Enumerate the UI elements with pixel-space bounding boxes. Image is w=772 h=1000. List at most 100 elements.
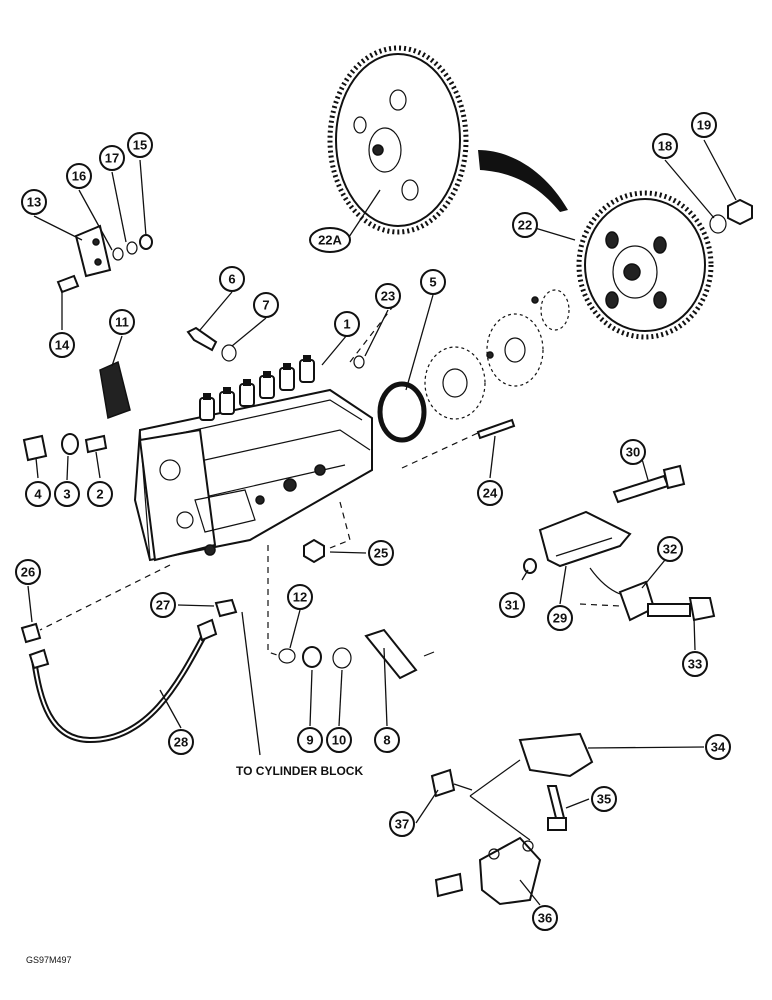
callout-12: 12 (287, 584, 313, 610)
stud-24 (476, 418, 516, 440)
o-ring-12 (278, 648, 296, 664)
injection-pump-icon (133, 355, 373, 562)
callout-36: 36 (532, 905, 558, 931)
callout-2: 2 (87, 481, 113, 507)
bolt-33 (647, 603, 691, 617)
washer-18 (709, 214, 727, 234)
svg-text:16: 16 (72, 169, 86, 184)
bolt-14 (56, 274, 80, 294)
fitting-4 (22, 434, 48, 462)
callout-30: 30 (620, 439, 646, 465)
curved-arrow-icon (478, 150, 568, 212)
svg-text:25: 25 (374, 546, 388, 561)
nut-15 (139, 234, 153, 250)
callout-15: 15 (127, 132, 153, 158)
svg-text:32: 32 (663, 542, 677, 557)
callout-25: 25 (368, 540, 394, 566)
svg-text:11: 11 (115, 315, 129, 330)
callout-1: 1 (334, 311, 360, 337)
svg-text:29: 29 (553, 611, 567, 626)
bracket-8 (364, 628, 418, 680)
callout-4: 4 (25, 481, 51, 507)
bolt-37 (430, 768, 456, 798)
callout-26: 26 (15, 559, 41, 585)
fitting-2 (84, 434, 108, 454)
svg-text:35: 35 (597, 792, 611, 807)
callout-29: 29 (547, 605, 573, 631)
svg-text:14: 14 (55, 338, 70, 353)
svg-text:10: 10 (332, 733, 346, 748)
to-cylinder-block-label: TO CYLINDER BLOCK (236, 764, 363, 778)
svg-text:30: 30 (626, 445, 640, 460)
nut-31 (523, 558, 537, 574)
plate-11 (99, 360, 131, 420)
callout-3: 3 (54, 481, 80, 507)
callout-31: 31 (499, 592, 525, 618)
svg-text:28: 28 (174, 735, 188, 750)
plug-10 (332, 647, 352, 669)
callout-14: 14 (49, 332, 75, 358)
svg-text:7: 7 (262, 298, 269, 313)
callout-24: 24 (477, 480, 503, 506)
callout-27: 27 (150, 592, 176, 618)
pump-gear-icon (576, 190, 714, 340)
elbow-27 (214, 598, 238, 618)
washer-16 (112, 247, 124, 261)
callout-18: 18 (652, 133, 678, 159)
bracket-34 (518, 732, 594, 778)
bracket-13 (74, 224, 112, 278)
svg-text:4: 4 (34, 487, 42, 502)
callout-6: 6 (219, 266, 245, 292)
hose-28 (31, 630, 209, 744)
svg-text:13: 13 (27, 195, 41, 210)
svg-text:6: 6 (228, 272, 235, 287)
svg-text:24: 24 (483, 486, 498, 501)
svg-text:23: 23 (381, 289, 395, 304)
nut-19 (727, 198, 753, 226)
callout-13: 13 (21, 189, 47, 215)
callout-34: 34 (705, 734, 731, 760)
spring-9 (302, 646, 322, 668)
svg-text:9: 9 (306, 733, 313, 748)
svg-text:26: 26 (21, 565, 35, 580)
large-gear-icon (327, 45, 469, 235)
svg-text:15: 15 (133, 138, 147, 153)
svg-text:5: 5 (429, 275, 436, 290)
svg-text:18: 18 (658, 139, 672, 154)
callout-22: 22 (512, 212, 538, 238)
washer-3 (61, 433, 79, 455)
nut-25 (303, 538, 325, 564)
callout-37: 37 (389, 811, 415, 837)
bolt-6 (186, 326, 218, 352)
svg-text:2: 2 (96, 487, 103, 502)
o-ring-23 (353, 355, 365, 369)
callout-28: 28 (168, 729, 194, 755)
callout-35: 35 (591, 786, 617, 812)
callout-7: 7 (253, 292, 279, 318)
callout-16: 16 (66, 163, 92, 189)
bracket-29 (538, 510, 632, 568)
callout-19: 19 (691, 112, 717, 138)
svg-text:22: 22 (518, 218, 532, 233)
svg-text:8: 8 (383, 733, 390, 748)
callout-32: 32 (657, 536, 683, 562)
callout-11: 11 (109, 309, 135, 335)
svg-text:34: 34 (711, 740, 726, 755)
callout-17: 17 (99, 145, 125, 171)
callout-10: 10 (326, 727, 352, 753)
drive-flange-parts (424, 289, 570, 420)
svg-text:12: 12 (293, 590, 307, 605)
bolt-35 (546, 785, 566, 819)
svg-text:19: 19 (697, 118, 711, 133)
plate-36 (478, 836, 542, 906)
o-ring-5 (377, 381, 427, 443)
svg-text:31: 31 (505, 598, 519, 613)
svg-text:22A: 22A (318, 233, 342, 248)
washer-17 (126, 241, 138, 255)
svg-text:3: 3 (63, 487, 70, 502)
figure-code: GS97M497 (26, 955, 72, 965)
callout-5: 5 (420, 269, 446, 295)
svg-text:33: 33 (688, 657, 702, 672)
callout-8: 8 (374, 727, 400, 753)
